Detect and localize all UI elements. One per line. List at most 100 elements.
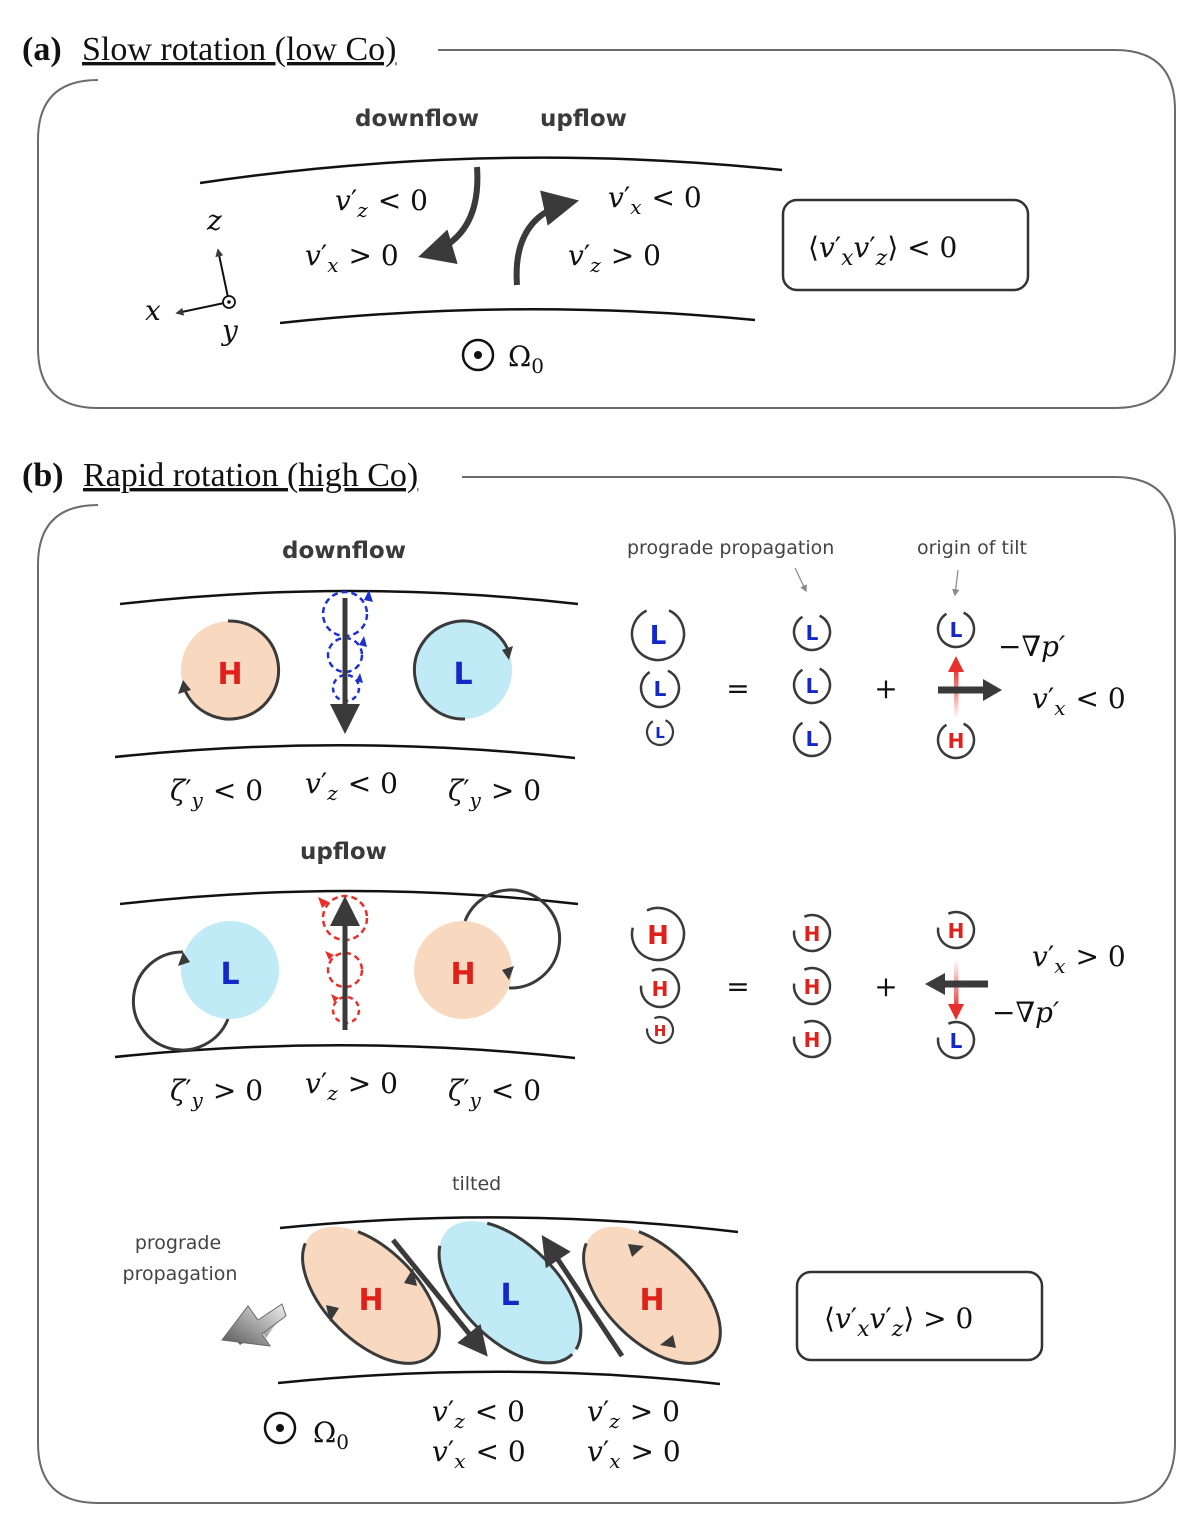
prograde-big-arrow-icon	[221, 1303, 287, 1347]
upflow-top-wall	[119, 889, 579, 906]
prograde-propagation-label: prograde propagation	[627, 537, 834, 559]
svg-text:v′x> 0: v′x> 0	[587, 1435, 681, 1473]
svg-text:H: H	[804, 975, 821, 999]
svg-text:v′z< 0: v′z< 0	[335, 184, 428, 222]
rotation-arrow-icon	[463, 888, 562, 990]
svg-text:L: L	[654, 677, 667, 701]
origin-of-tilt-downflow: L H −∇p′	[936, 609, 1066, 760]
x-axis-arrow	[175, 301, 230, 316]
plus-sign: +	[874, 672, 897, 705]
rotation-arrow-icon	[132, 950, 230, 1052]
svg-text:v′x< 0: v′x< 0	[608, 181, 702, 219]
panel-a-label: (a)	[22, 31, 62, 68]
tilted-top-wall	[279, 1216, 739, 1234]
panel-a-title: Slow rotation (low Co)	[82, 31, 396, 68]
downflow-zeta-pos: ζ′y> 0	[448, 774, 541, 812]
panel-a-vz-neg: v′z< 0	[335, 184, 428, 222]
svg-text:v′z< 0: v′z< 0	[432, 1395, 525, 1433]
svg-text:H: H	[652, 977, 669, 1001]
rotation-arrow-icon	[412, 619, 511, 721]
tilted-bottom-wall	[277, 1370, 721, 1386]
low-eddy-tilted-stack: L L L	[630, 606, 686, 747]
svg-text:v′z> 0: v′z> 0	[305, 1067, 398, 1105]
svg-text:L: L	[650, 621, 667, 651]
panel-a-rotation: Ω0	[461, 338, 544, 378]
tilted-high-eddy-left: H	[301, 1225, 441, 1365]
z-axis-arrow	[215, 248, 230, 303]
svg-text:⟨v′xv′z⟩ < 0: ⟨v′xv′z⟩ < 0	[808, 231, 957, 271]
panel-b-title: Rapid rotation (high Co)	[83, 457, 418, 494]
svg-text:−∇p′: −∇p′	[992, 996, 1060, 1029]
high-eddy-tilted-stack: H H H	[630, 906, 686, 1045]
tilted-left-velocities: v′z< 0 v′x< 0	[432, 1395, 526, 1473]
x-axis-label: x	[145, 294, 161, 327]
svg-text:L: L	[950, 1029, 963, 1053]
svg-text:Ω0: Ω0	[508, 340, 544, 378]
downflow-low-eddy: L	[412, 619, 513, 721]
svg-text:ζ′y> 0: ζ′y> 0	[448, 774, 541, 812]
z-axis-label: z	[206, 204, 222, 237]
svg-text:ζ′y< 0: ζ′y< 0	[448, 1074, 541, 1112]
svg-text:H: H	[647, 921, 669, 951]
high-pressure-fill	[181, 621, 279, 719]
svg-text:H: H	[804, 922, 821, 946]
panel-b-downflow-label: downflow	[282, 538, 406, 564]
svg-text:H: H	[804, 1028, 821, 1052]
panel-a-vx-pos: v′x> 0	[305, 239, 399, 277]
upflow-vz-pos: v′z> 0	[305, 1067, 398, 1105]
low-pressure-fill	[181, 921, 279, 1019]
svg-text:v′x> 0: v′x> 0	[1032, 940, 1126, 978]
svg-text:ζ′y< 0: ζ′y< 0	[170, 774, 263, 812]
equals-sign: =	[726, 672, 749, 705]
upflow-central-arrow	[318, 894, 369, 1030]
panel-b-correlation-box: ⟨v′xv′z⟩ > 0	[795, 1270, 1044, 1362]
coordinate-axes: z x y	[145, 204, 239, 347]
svg-text:H: H	[358, 1283, 383, 1318]
tilted-label: tilted	[452, 1173, 501, 1195]
origin-of-tilt-label: origin of tilt	[917, 537, 1027, 559]
panel-a-downflow-label: downflow	[355, 106, 479, 132]
svg-text:L: L	[806, 674, 819, 698]
svg-text:v′x> 0: v′x> 0	[305, 239, 399, 277]
upflow-bottom-wall	[114, 1044, 576, 1060]
svg-text:L: L	[806, 621, 819, 645]
origin-of-tilt-upflow: H L −∇p′	[925, 910, 1060, 1060]
panel-a: (a) Slow rotation (low Co) downflow upfl…	[22, 31, 1176, 409]
panel-a-bottom-wall	[279, 307, 756, 325]
upflow-high-eddy: H	[414, 888, 562, 1019]
upflow-low-eddy: L	[132, 921, 279, 1052]
low-pressure-fill	[414, 621, 512, 719]
svg-text:ζ′y> 0: ζ′y> 0	[170, 1074, 263, 1112]
downflow-bottom-wall	[114, 744, 576, 760]
prograde-line1: prograde	[135, 1232, 221, 1254]
panel-b-label: (b)	[22, 457, 64, 494]
upflow-vx-pos: v′x> 0	[1032, 940, 1126, 978]
prograde-line2: propagation	[123, 1263, 238, 1285]
high-label: H	[450, 957, 475, 992]
equals-sign: =	[726, 970, 749, 1003]
svg-text:v′x< 0: v′x< 0	[432, 1435, 526, 1473]
panel-a-vz-pos: v′z> 0	[568, 239, 661, 277]
panel-b-frame	[37, 476, 1176, 1504]
downflow-top-wall	[119, 589, 579, 606]
panel-a-downflow-arrow	[418, 166, 481, 264]
high-eddy-vertical-stack: H H H	[792, 913, 832, 1059]
panel-a-upflow-arrow	[513, 190, 580, 286]
svg-text:L: L	[500, 1278, 519, 1313]
rotation-axis-icon	[263, 1411, 297, 1445]
upflow-zeta-pos: ζ′y> 0	[170, 1074, 263, 1112]
panel-a-upflow-label: upflow	[540, 106, 627, 132]
plus-sign: +	[874, 970, 897, 1003]
svg-text:H: H	[948, 729, 965, 753]
downflow-vx-neg: v′x< 0	[1032, 682, 1126, 720]
svg-text:v′x< 0: v′x< 0	[1032, 682, 1126, 720]
panel-a-correlation-box: ⟨v′xv′z⟩ < 0	[781, 198, 1030, 292]
downflow-vz-neg: v′z< 0	[305, 767, 398, 805]
downflow-high-eddy: H	[178, 619, 281, 721]
low-label: L	[220, 957, 239, 992]
downflow-central-arrow	[321, 590, 373, 734]
svg-text:L: L	[950, 618, 963, 642]
high-label: H	[217, 657, 242, 692]
panel-b-rotation: Ω0	[263, 1411, 349, 1454]
